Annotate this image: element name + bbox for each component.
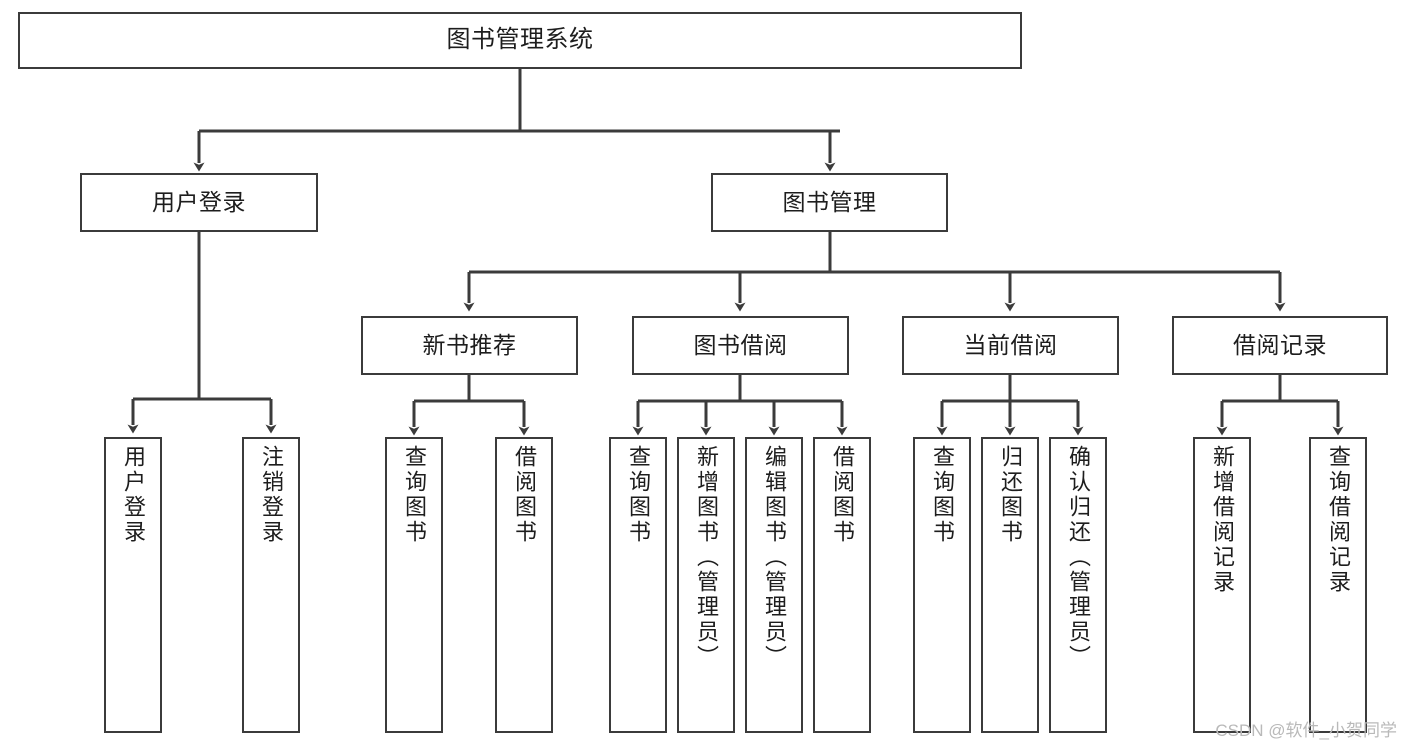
- node-borrowing-records[interactable]: 借阅记录: [1172, 316, 1388, 375]
- node-label: 确认归还（管理员）: [1066, 445, 1091, 670]
- node-leaf-logout-login[interactable]: 注销登录: [242, 437, 300, 733]
- node-label: 查询图书: [626, 445, 651, 545]
- node-leaf-edit-book-admin[interactable]: 编辑图书（管理员）: [745, 437, 803, 733]
- node-label: 编辑图书（管理员）: [762, 445, 787, 670]
- node-label: 当前借阅: [963, 331, 1058, 358]
- node-label: 用户登录: [121, 445, 146, 545]
- node-label: 借阅图书: [512, 445, 537, 545]
- node-label: 查询图书: [930, 445, 955, 545]
- node-label: 图书借阅: [693, 331, 788, 358]
- node-current-borrowing[interactable]: 当前借阅: [902, 316, 1119, 375]
- node-leaf-query-book-2[interactable]: 查询图书: [609, 437, 667, 733]
- node-label: 新增借阅记录: [1210, 445, 1235, 595]
- node-leaf-add-book-admin[interactable]: 新增图书（管理员）: [677, 437, 735, 733]
- node-leaf-borrow-book-1[interactable]: 借阅图书: [495, 437, 553, 733]
- node-leaf-query-borrow-record[interactable]: 查询借阅记录: [1309, 437, 1367, 733]
- node-label: 新书推荐: [422, 331, 517, 358]
- node-leaf-user-login[interactable]: 用户登录: [104, 437, 162, 733]
- node-root-book-management-system[interactable]: 图书管理系统: [18, 12, 1022, 69]
- node-book-management[interactable]: 图书管理: [711, 173, 948, 232]
- node-label: 新增图书（管理员）: [694, 445, 719, 670]
- node-book-borrowing[interactable]: 图书借阅: [632, 316, 849, 375]
- node-leaf-query-book-1[interactable]: 查询图书: [385, 437, 443, 733]
- node-leaf-borrow-book-2[interactable]: 借阅图书: [813, 437, 871, 733]
- node-label: 查询图书: [402, 445, 427, 545]
- node-label: 借阅图书: [830, 445, 855, 545]
- node-leaf-query-book-3[interactable]: 查询图书: [913, 437, 971, 733]
- node-label: 归还图书: [998, 445, 1023, 545]
- node-leaf-add-borrow-record[interactable]: 新增借阅记录: [1193, 437, 1251, 733]
- node-label: 注销登录: [259, 445, 284, 545]
- node-label: 用户登录: [152, 188, 246, 215]
- node-leaf-confirm-return-admin[interactable]: 确认归还（管理员）: [1049, 437, 1107, 733]
- node-label: 借阅记录: [1233, 331, 1327, 358]
- node-new-book-recommendation[interactable]: 新书推荐: [361, 316, 578, 375]
- node-label: 图书管理: [782, 188, 877, 215]
- node-leaf-return-book[interactable]: 归还图书: [981, 437, 1039, 733]
- node-user-login[interactable]: 用户登录: [80, 173, 318, 232]
- node-label: 查询借阅记录: [1326, 445, 1351, 595]
- node-label: 图书管理系统: [446, 26, 594, 54]
